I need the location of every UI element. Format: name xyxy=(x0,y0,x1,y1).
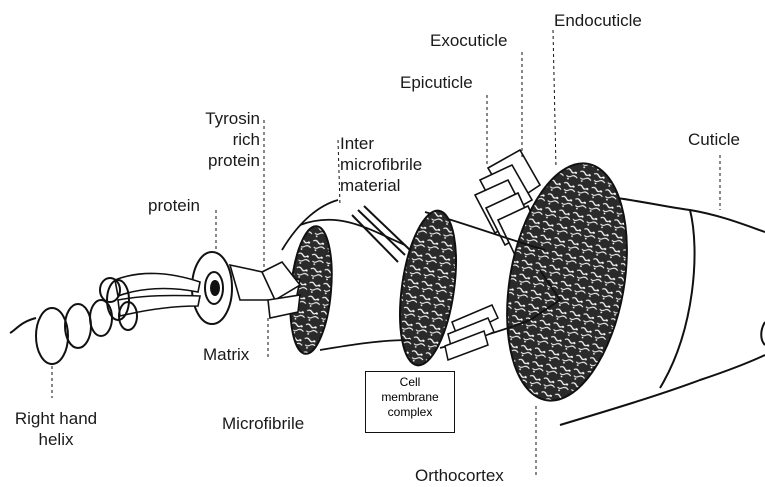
label-epicuticle: Epicuticle xyxy=(400,72,473,93)
label-inter-line-3: material xyxy=(340,175,422,196)
label-inter-line-2: microfibrile xyxy=(340,154,422,175)
label-inter-line-1: Inter xyxy=(340,133,422,154)
label-tyrosin-line-3: protein xyxy=(178,150,260,171)
label-helix-line-1: Right hand xyxy=(0,408,112,429)
label-endocuticle: Endocuticle xyxy=(554,10,642,31)
label-cell-line-2: membrane xyxy=(366,390,454,405)
label-matrix: Matrix xyxy=(203,344,249,365)
label-tyrosin-line-2: rich xyxy=(178,129,260,150)
label-tyrosin-line-1: Tyrosin xyxy=(178,108,260,129)
cell-membrane-strands xyxy=(445,305,498,360)
label-tyrosin-rich-protein: Tyrosin rich protein xyxy=(178,108,260,171)
label-microfibrile: Microfibrile xyxy=(222,413,304,434)
label-helix-line-2: helix xyxy=(0,429,112,450)
label-cuticle: Cuticle xyxy=(688,129,740,150)
cell-membrane-complex-box: Cell membrane complex xyxy=(365,371,455,433)
label-cell-line-3: complex xyxy=(366,405,454,420)
label-orthocortex: Orthocortex xyxy=(415,465,504,486)
label-protein: protein xyxy=(148,195,200,216)
label-cell-line-1: Cell xyxy=(366,375,454,390)
label-inter-microfibrile-material: Inter microfibrile material xyxy=(340,133,422,196)
label-exocuticle: Exocuticle xyxy=(430,30,507,51)
label-right-hand-helix: Right hand helix xyxy=(0,408,112,450)
matrix-cone xyxy=(230,262,300,318)
